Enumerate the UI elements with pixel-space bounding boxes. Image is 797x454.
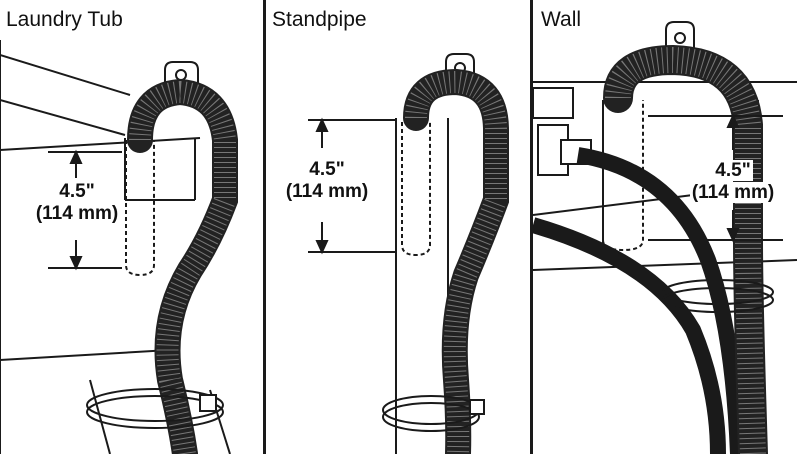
panel-title-laundry-tub: Laundry Tub [6,8,123,31]
panel-divider [530,0,533,454]
height-in-standpipe: 4.5" [309,159,345,180]
supply-hose [533,217,726,454]
hose-end-dashed [125,140,155,277]
hose-end-dashed [401,122,431,257]
standpipe-illustration [308,53,509,454]
panel-divider [263,0,266,454]
drain-hose [403,68,509,454]
hose-clamp [86,388,224,429]
height-in-laundry-tub: 4.5" [59,181,95,202]
dimension-lines [308,117,396,255]
panel-standpipe: Standpipe 4.5" (114 mm) [266,0,530,454]
laundry-tub-illustration [0,40,238,454]
wall-illustration [533,21,797,454]
drain-hose [603,44,768,454]
height-mm-wall: (114 mm) [689,182,777,203]
height-in-wall: 4.5" [713,160,753,181]
dimension-lines [48,149,122,271]
height-label-wall: 4.5" (114 mm) [675,160,791,204]
dimension-lines [648,113,783,243]
supply-hose [576,147,746,454]
panel-title-wall: Wall [541,8,582,31]
panel-wall: Wall 4.5" (114 mm) [533,0,797,454]
height-label-laundry-tub: 4.5" (114 mm) [18,181,136,225]
hose-clamp [382,395,485,432]
panel-title-standpipe: Standpipe [272,8,367,31]
panel-laundry-tub: Laundry Tub 4.5" (114 mm) [0,0,263,454]
height-mm-laundry-tub: (114 mm) [35,203,119,224]
faucet-valve [533,87,592,176]
height-mm-standpipe: (114 mm) [285,181,369,202]
height-label-standpipe: 4.5" (114 mm) [268,159,386,203]
drain-hose [127,78,238,454]
hose-clamp [662,279,774,313]
hose-end-dashed [602,100,644,252]
